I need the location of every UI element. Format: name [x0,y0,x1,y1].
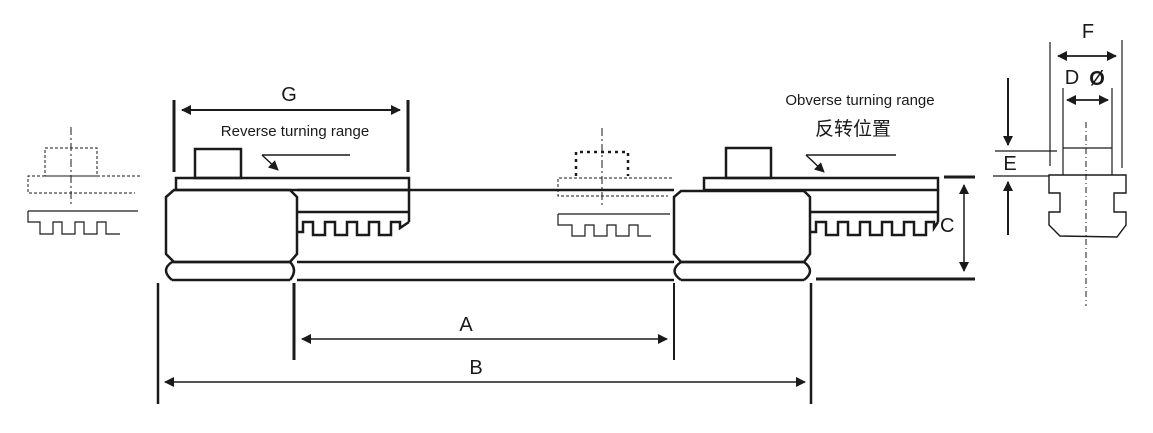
jaw-left [164,147,411,282]
label-g: G [281,84,297,106]
diameter-icon: Ø [1089,68,1105,90]
caption-reverse-turning-range: Reverse turning range [221,123,369,140]
caption-obverse-turning-range: Obverse turning range [785,92,934,109]
label-f: F [1082,21,1094,43]
label-d: D [1065,67,1079,89]
dimension-b [156,283,813,404]
jaw-side-view [993,40,1127,306]
ghost-jaw-middle [557,128,672,237]
reverse-arrow-icon [261,154,350,171]
dimension-g [172,100,410,172]
ghost-jaw-left [27,127,140,235]
jaw-right [672,146,940,282]
label-a: A [459,314,473,336]
dimension-c [816,175,975,281]
label-c: C [940,215,954,237]
dimension-a [292,283,675,360]
obverse-arrow-icon [805,154,896,173]
base-rail [297,188,674,282]
caption-obverse-cn: 反转位置 [815,118,891,140]
label-e: E [1003,153,1016,175]
label-b: B [469,357,482,379]
